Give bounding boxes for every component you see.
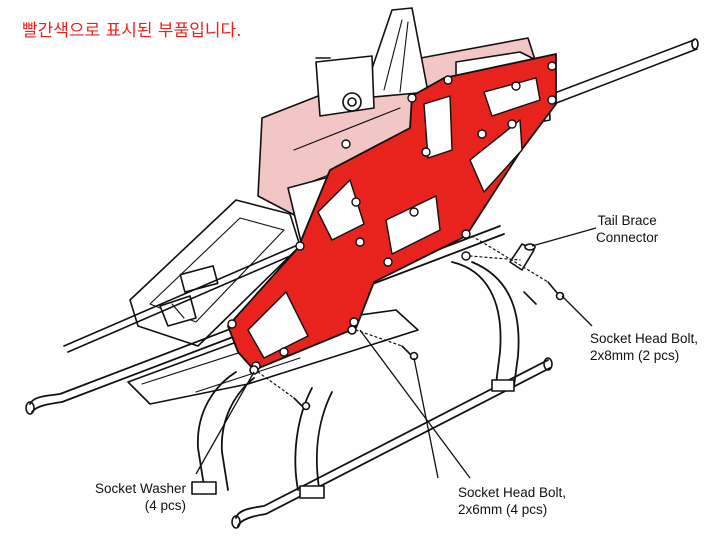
callout-line: Socket Washer bbox=[94, 481, 186, 496]
callout-line: (4 pcs) bbox=[144, 498, 186, 513]
canopy-rod bbox=[63, 243, 305, 353]
highlight-note: 빨간색으로 표시된 부품입니다. bbox=[22, 21, 242, 41]
frame-bolts bbox=[227, 61, 557, 371]
callout-bolt-2x6: Socket Head Bolt, 2x6mm (4 pcs) bbox=[458, 484, 566, 518]
bolt-2x6-parts bbox=[293, 345, 419, 411]
assembly-paths bbox=[257, 235, 549, 399]
callout-line: 2x6mm (4 pcs) bbox=[458, 502, 548, 517]
callout-line: Connector bbox=[596, 230, 659, 245]
callout-bolt-2x8: Socket Head Bolt, 2x8mm (2 pcs) bbox=[590, 330, 698, 364]
callout-line: 2x8mm (2 pcs) bbox=[590, 348, 680, 363]
landing-strut-rear bbox=[451, 261, 520, 387]
main-frame-side-plate bbox=[227, 53, 557, 371]
callout-leaders bbox=[195, 227, 597, 479]
callout-line: Tail Brace bbox=[597, 213, 657, 228]
tail-brace-connector bbox=[509, 243, 536, 271]
callout-line: Socket Head Bolt, bbox=[458, 485, 567, 500]
bolt-2x8-parts bbox=[523, 281, 565, 305]
skid-right bbox=[231, 357, 553, 529]
callout-tail-brace-connector: Tail Brace Connector bbox=[596, 212, 658, 246]
vertical-fin bbox=[361, 7, 429, 99]
callout-socket-washer: Socket Washer (4 pcs) bbox=[76, 480, 186, 514]
callout-line: Socket Head Bolt, bbox=[590, 331, 699, 346]
skid-left bbox=[25, 225, 505, 415]
